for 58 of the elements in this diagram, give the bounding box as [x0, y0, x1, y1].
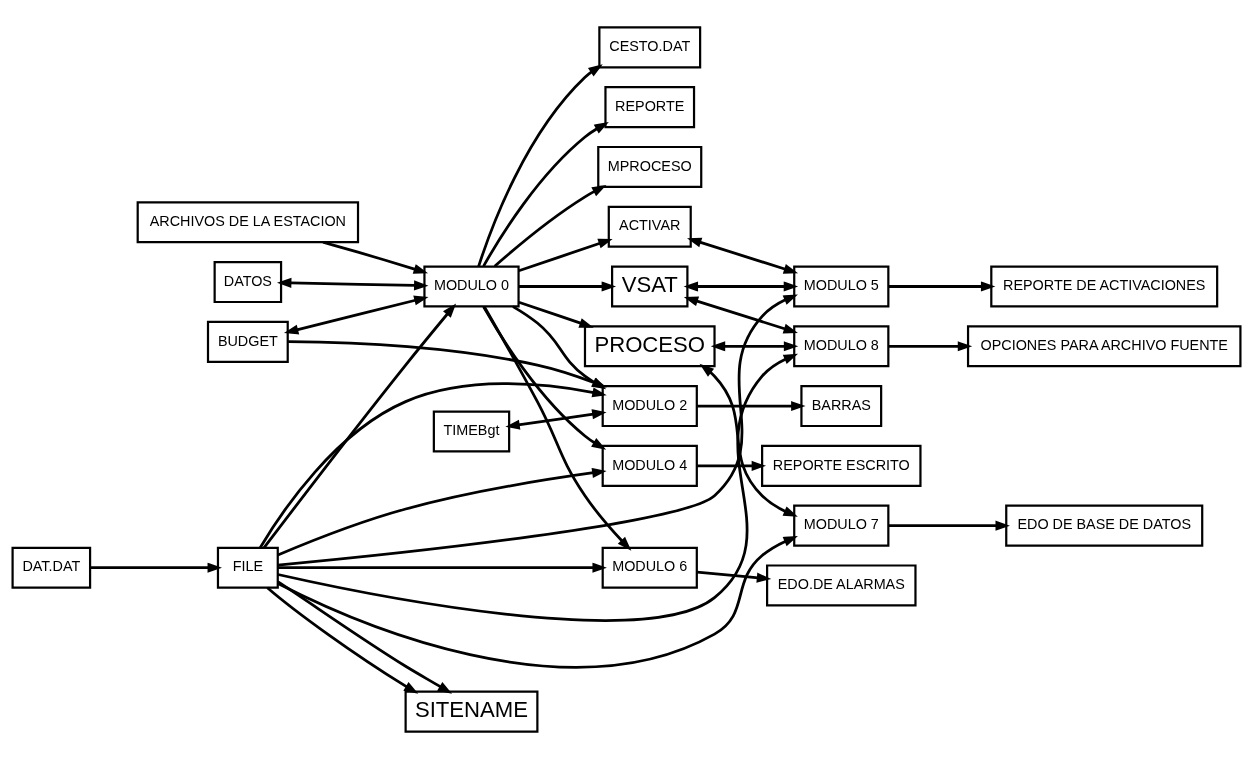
- arrow: [518, 238, 613, 273]
- node-box: REPORTE DE ACTIVACIONES: [990, 265, 1219, 308]
- arrow: [483, 306, 632, 551]
- arrow: [277, 294, 798, 567]
- node-box: MODULO 5: [793, 265, 890, 308]
- node-box: MODULO 4: [601, 444, 698, 487]
- node-box: MODULO 0: [423, 265, 520, 308]
- node-box: MODULO 7: [793, 504, 890, 547]
- arrow: [322, 240, 429, 274]
- arrow: [697, 401, 806, 412]
- arrow: [90, 562, 222, 573]
- arrow: [263, 303, 457, 549]
- node-box: REPORTE ESCRITO: [761, 444, 922, 487]
- node-box: ACTIVAR: [607, 205, 692, 248]
- node-box: MODULO 2: [601, 385, 698, 428]
- node-box: ARCHIVOS DE LA ESTACION: [136, 201, 360, 244]
- arrow: [697, 570, 772, 583]
- arrow: [888, 341, 973, 352]
- node-box: TIMEBgt: [432, 410, 511, 453]
- node-box: DAT.DAT: [11, 546, 92, 589]
- node-box: CESTO.DAT: [598, 26, 702, 69]
- node-box: MODULO 8: [793, 325, 890, 368]
- arrow: [505, 409, 607, 430]
- arrow: [683, 296, 798, 334]
- arrow: [277, 353, 799, 622]
- node-box: FILE: [216, 546, 279, 589]
- node-box: BARRAS: [800, 385, 883, 428]
- arrow: [518, 300, 594, 328]
- node-box: BUDGET: [206, 320, 289, 363]
- arrow: [699, 363, 798, 517]
- arrow: [888, 281, 996, 292]
- node-box: VSAT: [611, 265, 689, 308]
- arrow: [259, 382, 607, 549]
- arrow: [277, 580, 453, 694]
- node-box: OPCIONES PARA ARCHIVO FUENTE: [966, 325, 1242, 368]
- arrow: [277, 467, 607, 557]
- arrow: [683, 281, 799, 292]
- node-box: DATOS: [213, 261, 283, 304]
- arrow: [284, 295, 429, 335]
- node-box: EDO.DE ALARMAS: [766, 564, 917, 607]
- node-box: EDO DE BASE DE DATOS: [1005, 504, 1204, 547]
- node-box: PROCESO: [583, 325, 716, 368]
- node-box: REPORTE: [604, 86, 696, 129]
- node-box: MODULO 6: [601, 546, 698, 589]
- arrow: [518, 281, 617, 292]
- arrow: [710, 341, 799, 352]
- arrow: [493, 184, 607, 268]
- node-box: MPROCESO: [597, 145, 703, 188]
- node-box: SITENAME: [404, 690, 539, 733]
- arrow: [278, 562, 607, 573]
- arrow: [266, 586, 419, 694]
- arrow: [697, 460, 767, 471]
- arrow: [888, 520, 1010, 531]
- arrow: [687, 237, 799, 274]
- arrow: [276, 277, 429, 291]
- arrow: [477, 64, 603, 267]
- arrow: [482, 122, 609, 267]
- arrow: [277, 535, 798, 669]
